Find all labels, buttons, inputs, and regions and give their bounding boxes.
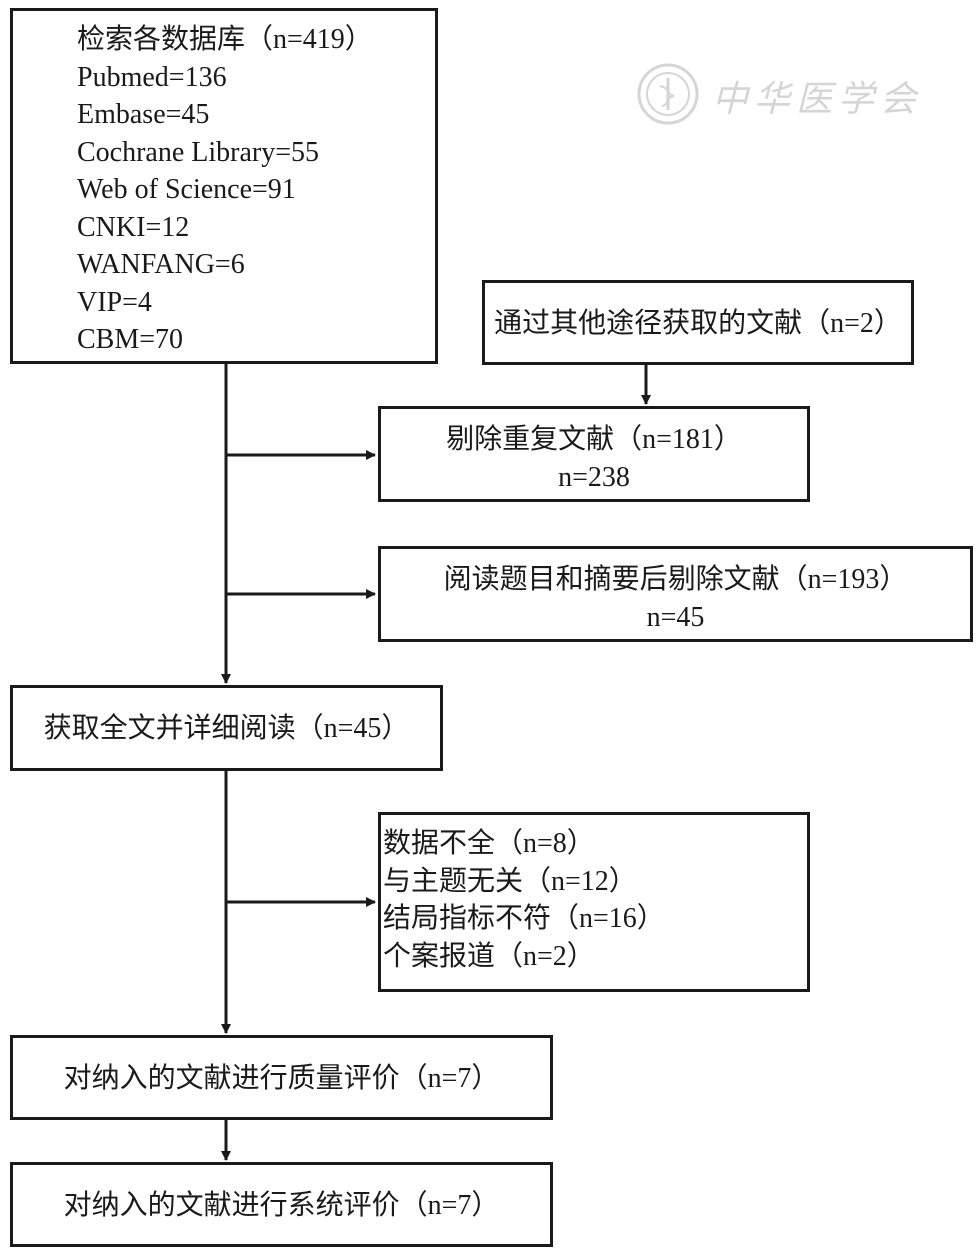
search-count-cbm: CBM=70 xyxy=(77,324,184,355)
search-title: 检索各数据库（n=419） xyxy=(77,24,373,55)
exclusion-outcome-mismatch: 结局指标不符（n=16） xyxy=(383,903,665,934)
abstract-screening-box: 阅读题目和摘要后剔除文献（n=193） n=45 xyxy=(378,546,973,642)
search-count-vip: VIP=4 xyxy=(77,286,152,318)
other-sources-box: 通过其他途径获取的文献（n=2） xyxy=(482,280,914,365)
watermark-logo: 中华医学会 xyxy=(634,58,924,130)
search-count-cochrane: Cochrane Library=55 xyxy=(77,136,320,168)
search-count-embase: Embase=45 xyxy=(77,99,210,130)
database-search-box: 检索各数据库（n=419） Pubmed=136 Embase=45 Cochr… xyxy=(10,8,438,364)
exclusion-case-report: 个案报道（n=2） xyxy=(383,940,595,972)
search-count-pubmed: Pubmed=136 xyxy=(77,61,227,93)
full-text-label: 获取全文并详细阅读（n=45） xyxy=(43,713,410,744)
full-text-review-box: 获取全文并详细阅读（n=45） xyxy=(10,685,443,771)
abstract-screening-label: 阅读题目和摘要后剔除文献（n=193） xyxy=(443,564,908,595)
exclusion-reasons-box: 数据不全（n=8） 与主题无关（n=12） 结局指标不符（n=16） 个案报道（… xyxy=(378,812,810,992)
systematic-review-label: 对纳入的文献进行系统评价（n=7） xyxy=(63,1190,500,1221)
search-count-wanfang: WANFANG=6 xyxy=(77,249,245,280)
search-count-wos: Web of Science=91 xyxy=(77,174,296,205)
duplicates-label: 剔除重复文献（n=181） xyxy=(446,424,742,455)
exclusion-irrelevant-topic: 与主题无关（n=12） xyxy=(383,865,637,897)
duplicates-remaining: n=238 xyxy=(558,461,630,493)
search-count-cnki: CNKI=12 xyxy=(77,211,190,243)
exclusion-incomplete-data: 数据不全（n=8） xyxy=(383,828,595,859)
systematic-review-box: 对纳入的文献进行系统评价（n=7） xyxy=(10,1162,553,1247)
abstract-screening-remaining: n=45 xyxy=(646,601,705,633)
other-sources-label: 通过其他途径获取的文献（n=2） xyxy=(494,308,902,339)
watermark-text: 中华医学会 xyxy=(712,79,923,120)
quality-assessment-label: 对纳入的文献进行质量评价（n=7） xyxy=(63,1063,500,1094)
seal-icon xyxy=(637,63,699,125)
quality-assessment-box: 对纳入的文献进行质量评价（n=7） xyxy=(10,1035,553,1120)
duplicates-removed-box: 剔除重复文献（n=181） n=238 xyxy=(378,406,810,502)
